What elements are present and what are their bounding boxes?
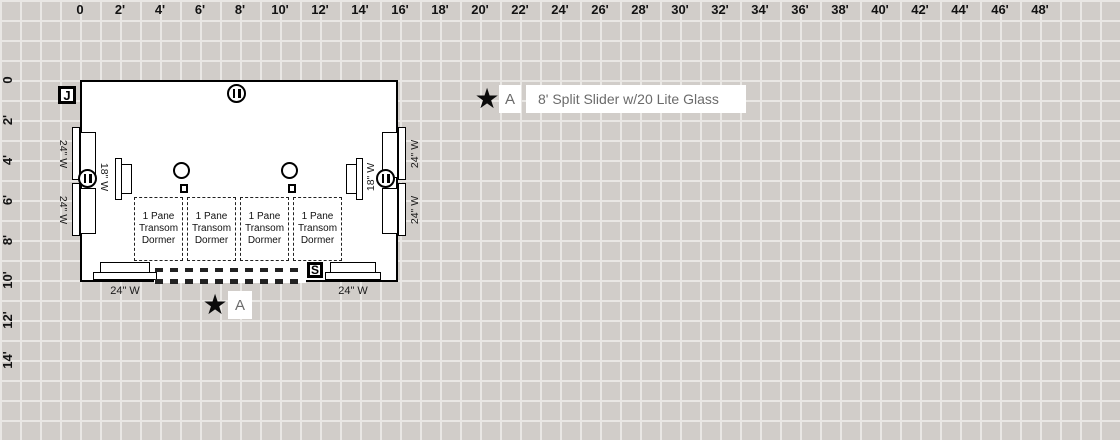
outlet-slot (238, 89, 241, 98)
window-right-top-sill[interactable] (398, 127, 406, 180)
window-18-right-frame[interactable] (356, 158, 363, 200)
legend-key: A (504, 90, 515, 108)
window-18-left[interactable] (121, 164, 132, 194)
light-icon-right[interactable] (281, 162, 298, 179)
dormer-line: Dormer (247, 235, 282, 246)
marker-label: A (234, 296, 245, 314)
dormer-line: Dormer (194, 235, 229, 246)
light-icon-left[interactable] (173, 162, 190, 179)
ruler-top-label: 48' (1031, 2, 1049, 17)
dormer-line: 1 Pane (301, 211, 334, 222)
slider-door-opening[interactable] (155, 267, 305, 272)
ruler-top-label: 4' (154, 2, 166, 17)
ruler-top-label: 14' (351, 2, 369, 17)
dormer-box-1[interactable]: 1 Pane Transom Dormer (134, 197, 183, 261)
ruler-left-label: 0 (0, 76, 15, 84)
window-bottom-right-label: 24" W (338, 285, 368, 297)
ruler-top-label: 36' (791, 2, 809, 17)
ruler-top-label: 38' (831, 2, 849, 17)
outlet-slot (89, 174, 92, 183)
ruler-top-label: 10' (271, 2, 289, 17)
marker-label-box[interactable]: A (228, 291, 252, 319)
window-right-top-label: 24" W (409, 139, 421, 169)
ruler-top-label: 26' (591, 2, 609, 17)
window-right-bottom-label: 24" W (409, 195, 421, 225)
window-bottom-left-label: 24" W (110, 285, 140, 297)
ruler-top-label: 8' (234, 2, 246, 17)
ruler-top-label: 20' (471, 2, 489, 17)
dormer-line: Dormer (300, 235, 335, 246)
light-stem (288, 184, 296, 193)
ruler-left-label: 12' (0, 311, 15, 329)
dormer-box-2[interactable]: 1 Pane Transom Dormer (187, 197, 236, 261)
light-stem (180, 184, 188, 193)
ruler-top-label: 30' (671, 2, 689, 17)
outlet-icon-left[interactable] (78, 169, 97, 188)
ruler-top-label: 2' (114, 2, 126, 17)
ruler-top-label: 12' (311, 2, 329, 17)
ruler-left-label: 2' (0, 114, 15, 126)
outlet-slot (381, 174, 384, 183)
legend-key-box[interactable]: A (499, 85, 521, 113)
dormer-line: Dormer (141, 235, 176, 246)
junction-box-label: J (63, 87, 71, 103)
dormer-line: Transom (244, 223, 285, 234)
ruler-top-label: 34' (751, 2, 769, 17)
window-18-left-label: 18" W (98, 162, 110, 192)
ruler-top-label: 6' (194, 2, 206, 17)
ruler-left-label: 10' (0, 271, 15, 289)
window-left-bottom[interactable] (80, 188, 96, 234)
dormer-box-3[interactable]: 1 Pane Transom Dormer (240, 197, 289, 261)
switch-box[interactable]: S (307, 262, 323, 278)
legend-description-box[interactable]: 8' Split Slider w/20 Lite Glass (526, 85, 746, 113)
window-bottom-right-sill[interactable] (325, 272, 381, 280)
dormer-line: 1 Pane (142, 211, 175, 222)
ruler-top-label: 18' (431, 2, 449, 17)
window-left-top-sill[interactable] (72, 127, 80, 180)
legend-star-icon[interactable]: ★ (474, 83, 500, 114)
outlet-slot (387, 174, 390, 183)
ruler-top-label: 22' (511, 2, 529, 17)
marker-star-icon[interactable]: ★ (202, 289, 228, 320)
ruler-top-label: 28' (631, 2, 649, 17)
ruler-top-label: 46' (991, 2, 1009, 17)
ruler-top-label: 24' (551, 2, 569, 17)
window-left-bottom-label: 24" W (57, 195, 69, 225)
legend-description: 8' Split Slider w/20 Lite Glass (538, 91, 719, 107)
dormer-line: Transom (297, 223, 338, 234)
ruler-top-label: 0 (76, 2, 84, 17)
window-left-top-label: 24" W (57, 139, 69, 169)
ruler-left-label: 8' (0, 234, 15, 246)
ruler-left-label: 6' (0, 194, 15, 206)
outlet-icon-top[interactable] (227, 84, 246, 103)
dormer-box-4[interactable]: 1 Pane Transom Dormer (293, 197, 342, 261)
dormer-line: Transom (191, 223, 232, 234)
junction-box[interactable]: J (58, 86, 76, 104)
dormer-line: 1 Pane (195, 211, 228, 222)
outlet-slot (83, 174, 86, 183)
switch-box-label: S (310, 263, 319, 277)
window-left-bottom-sill[interactable] (72, 183, 80, 236)
ruler-top-label: 44' (951, 2, 969, 17)
ruler-top-label: 32' (711, 2, 729, 17)
outlet-slot (232, 89, 235, 98)
ruler-top-label: 16' (391, 2, 409, 17)
ruler-top-label: 42' (911, 2, 929, 17)
ruler-top-label: 40' (871, 2, 889, 17)
window-bottom-left-sill[interactable] (93, 272, 157, 280)
dormer-line: 1 Pane (248, 211, 281, 222)
window-right-bottom[interactable] (382, 188, 398, 234)
outlet-icon-right[interactable] (376, 169, 395, 188)
dormer-line: Transom (138, 223, 179, 234)
ruler-left-label: 14' (0, 351, 15, 369)
window-right-bottom-sill[interactable] (398, 183, 406, 236)
ruler-left-label: 4' (0, 154, 15, 166)
slider-door-opening[interactable] (155, 279, 305, 284)
